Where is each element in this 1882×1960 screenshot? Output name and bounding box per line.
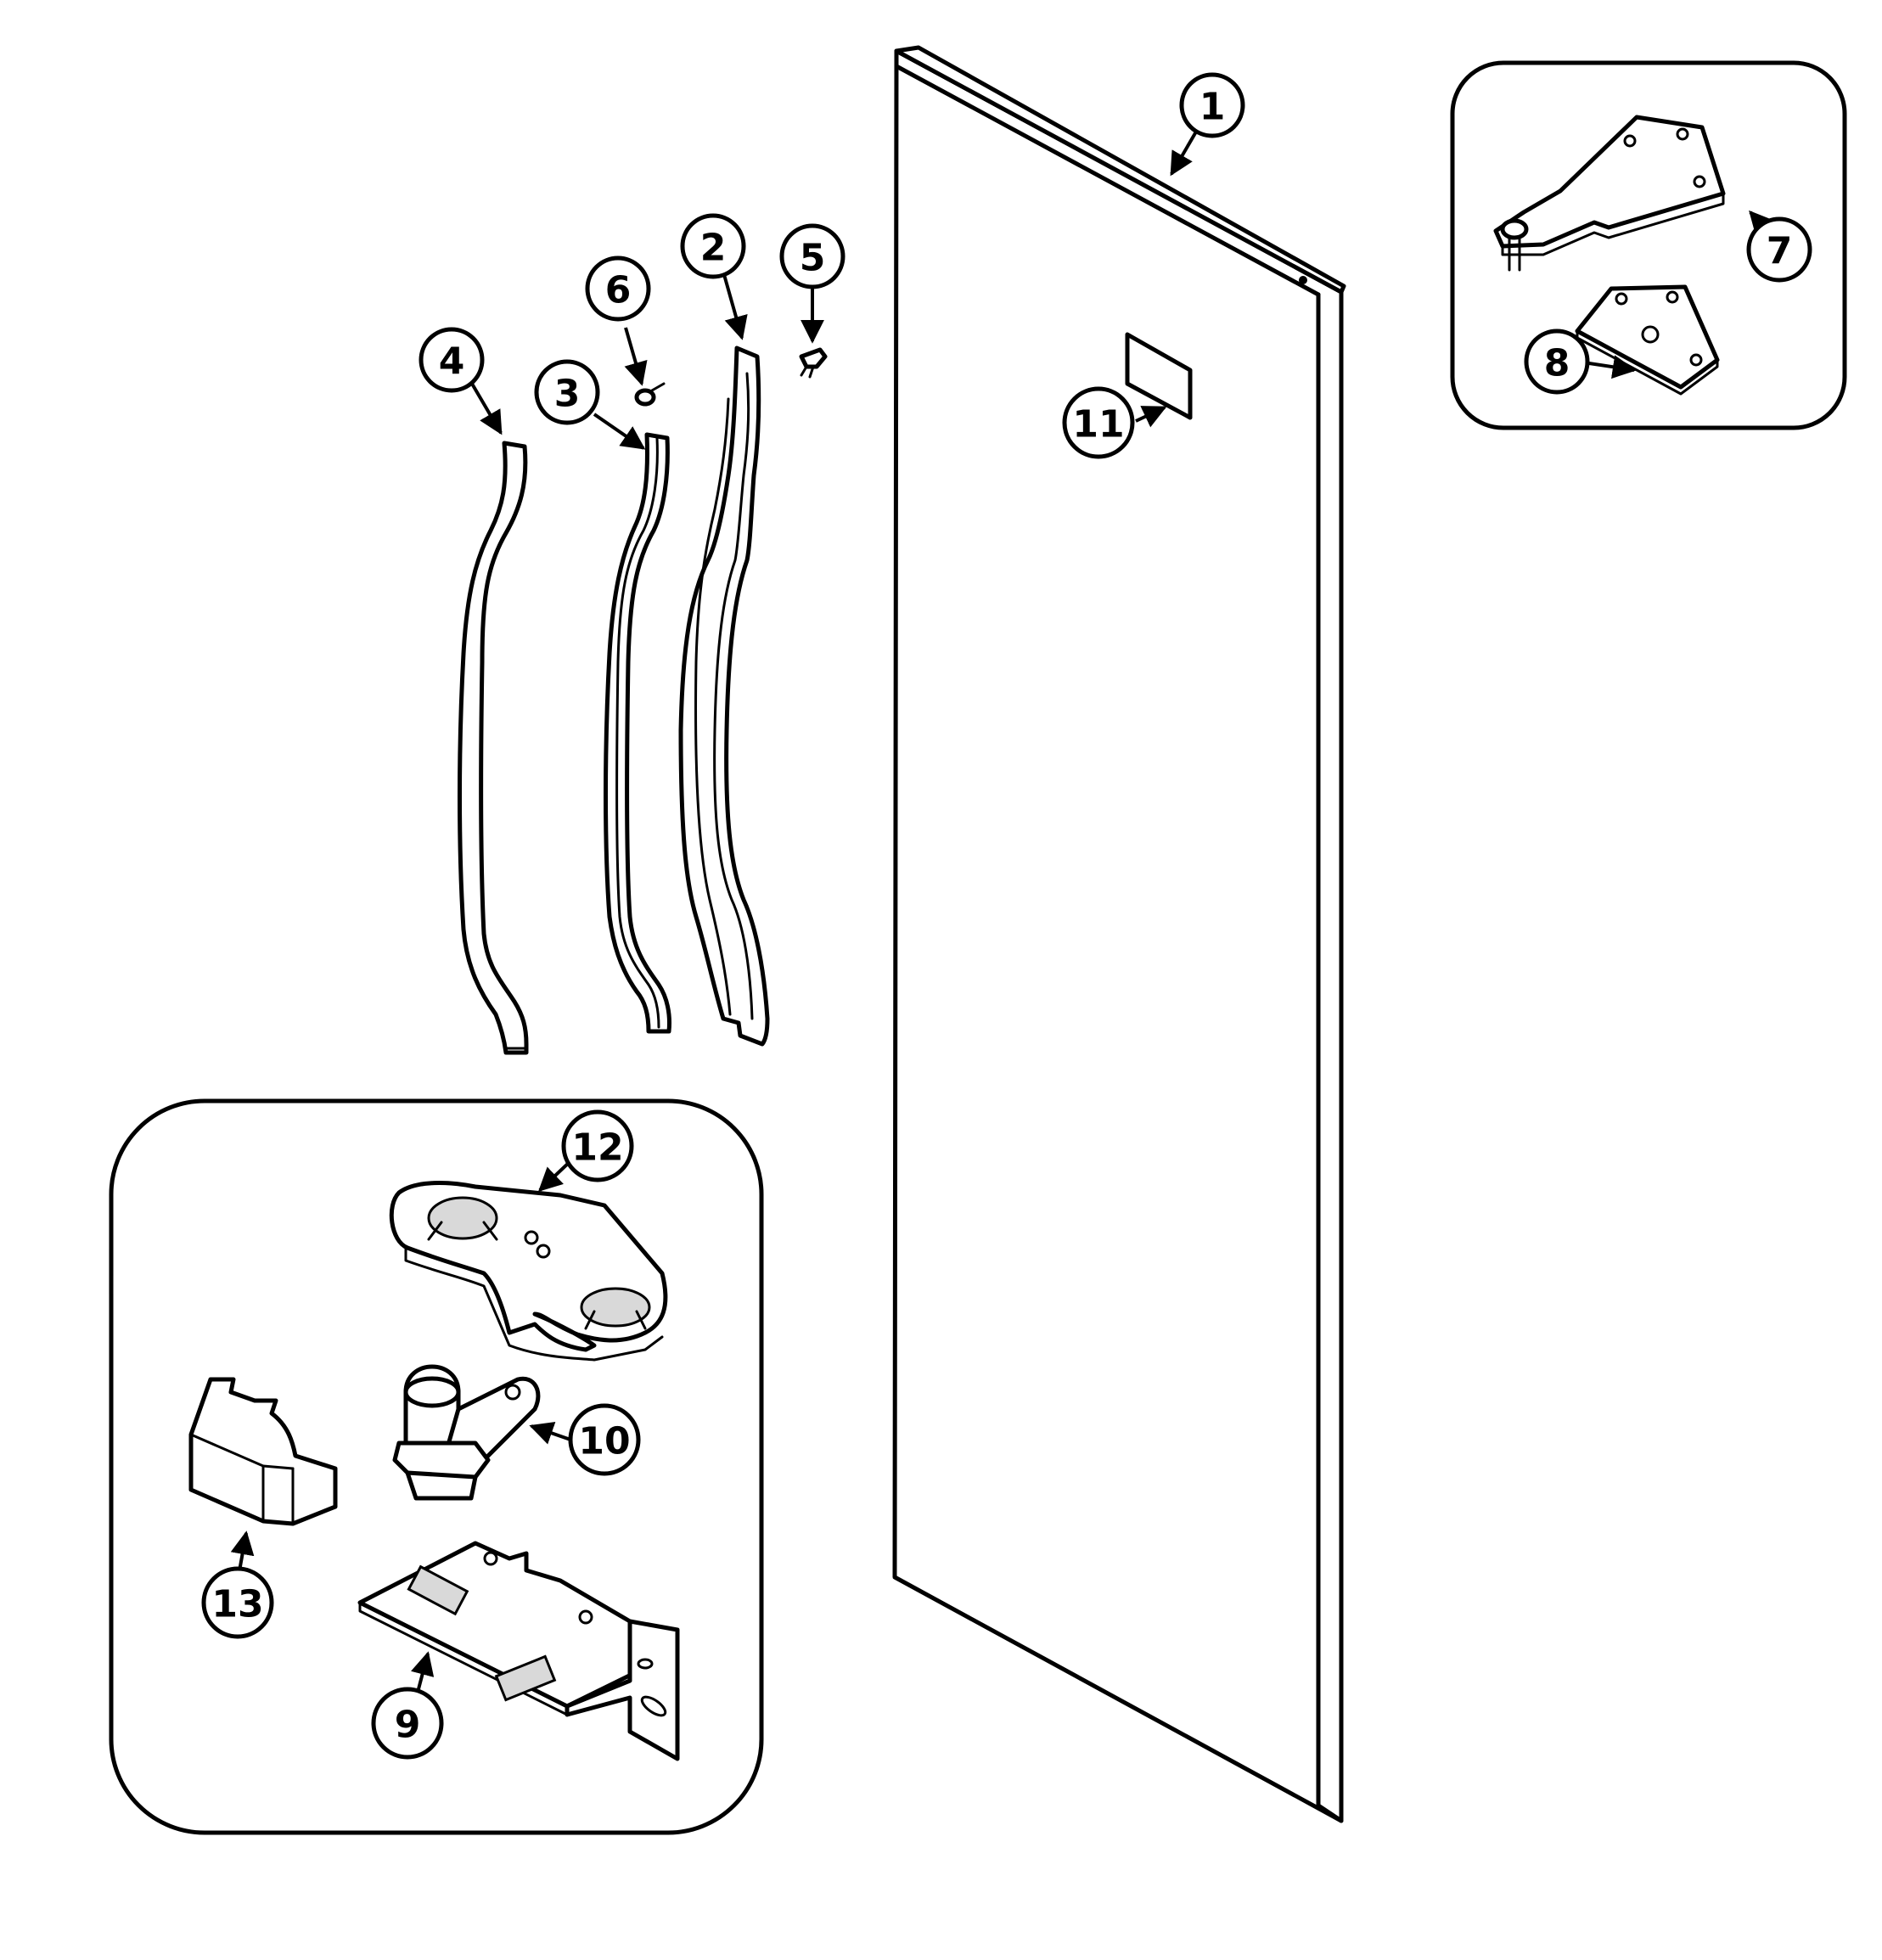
callout-3: 3	[534, 359, 600, 425]
door-label-part	[1125, 332, 1193, 420]
svg-text:4: 4	[439, 340, 465, 384]
callout-1: 1	[1179, 72, 1245, 138]
callout-4: 4	[419, 327, 485, 393]
door-panel	[892, 45, 1346, 1823]
handle-trim-2	[678, 345, 770, 1047]
svg-text:6: 6	[605, 269, 632, 312]
hinge-inset-top	[1450, 60, 1847, 430]
screw-part-5	[799, 347, 828, 379]
screw-part-6	[634, 382, 666, 407]
callout-13: 13	[201, 1566, 274, 1639]
svg-text:2: 2	[700, 227, 727, 270]
svg-text:1: 1	[1199, 86, 1226, 129]
callout-8: 8	[1524, 329, 1590, 395]
callout-9: 9	[371, 1687, 444, 1760]
hinge-pin-part-10	[392, 1364, 541, 1501]
lower-hinge-bracket-part-9	[357, 1541, 680, 1761]
svg-text:10: 10	[578, 1420, 630, 1463]
svg-text:5: 5	[800, 237, 826, 280]
svg-text:7: 7	[1767, 230, 1793, 273]
callout-6: 6	[585, 256, 651, 322]
callout-11: 11	[1062, 386, 1135, 459]
handle-trim-4	[458, 441, 529, 1055]
handle-trim-3	[604, 432, 671, 1034]
callout-7: 7	[1746, 216, 1812, 283]
svg-text:12: 12	[571, 1126, 623, 1170]
svg-text:13: 13	[211, 1583, 263, 1626]
callout-12: 12	[561, 1109, 634, 1182]
hinge-inset-bottom	[109, 1098, 764, 1835]
svg-text:3: 3	[554, 373, 581, 416]
callout-5: 5	[779, 223, 845, 289]
callout-10: 10	[568, 1403, 641, 1476]
hinge-cover-part-13	[188, 1377, 338, 1526]
svg-text:9: 9	[395, 1704, 421, 1747]
callout-2: 2	[680, 213, 746, 279]
svg-text:11: 11	[1072, 403, 1124, 446]
svg-text:8: 8	[1544, 342, 1570, 385]
